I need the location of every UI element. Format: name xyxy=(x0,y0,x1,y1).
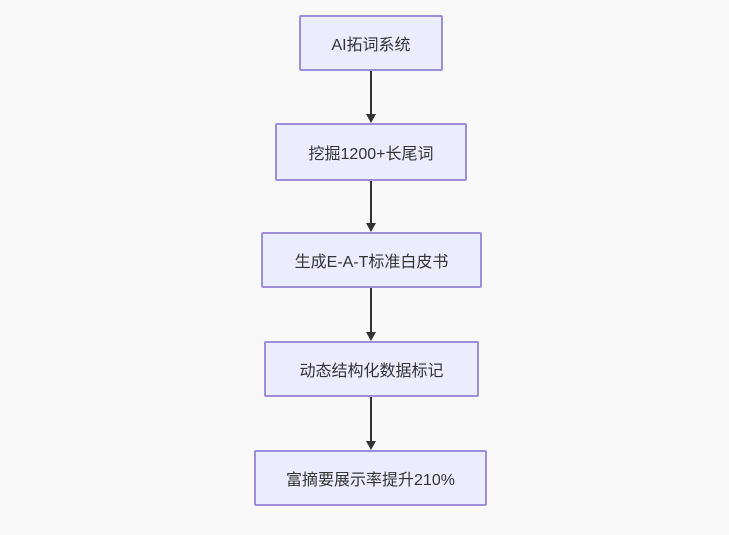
node-label: AI拓词系统 xyxy=(331,37,411,54)
flowchart-node-step-2: 挖掘1200+长尾词 xyxy=(275,123,467,181)
node-label: 生成E-A-T标准白皮书 xyxy=(294,254,449,271)
flowchart-node-step-5: 富摘要展示率提升210% xyxy=(254,450,487,506)
flow-arrow-4-5 xyxy=(366,397,376,450)
arrow-shaft xyxy=(370,71,372,114)
arrow-shaft xyxy=(370,181,372,223)
node-label: 富摘要展示率提升210% xyxy=(286,472,455,489)
flowchart-node-step-1: AI拓词系统 xyxy=(299,15,443,71)
flowchart-node-step-3: 生成E-A-T标准白皮书 xyxy=(261,232,482,288)
flow-arrow-3-4 xyxy=(366,288,376,341)
arrowhead-down-icon xyxy=(366,332,376,341)
flow-arrow-2-3 xyxy=(366,181,376,232)
arrow-shaft xyxy=(370,397,372,441)
arrowhead-down-icon xyxy=(366,441,376,450)
flow-arrow-1-2 xyxy=(366,71,376,123)
node-label: 挖掘1200+长尾词 xyxy=(308,146,434,163)
arrowhead-down-icon xyxy=(366,114,376,123)
node-label: 动态结构化数据标记 xyxy=(299,363,444,380)
arrow-shaft xyxy=(370,288,372,332)
arrowhead-down-icon xyxy=(366,223,376,232)
flowchart-node-step-4: 动态结构化数据标记 xyxy=(264,341,479,397)
